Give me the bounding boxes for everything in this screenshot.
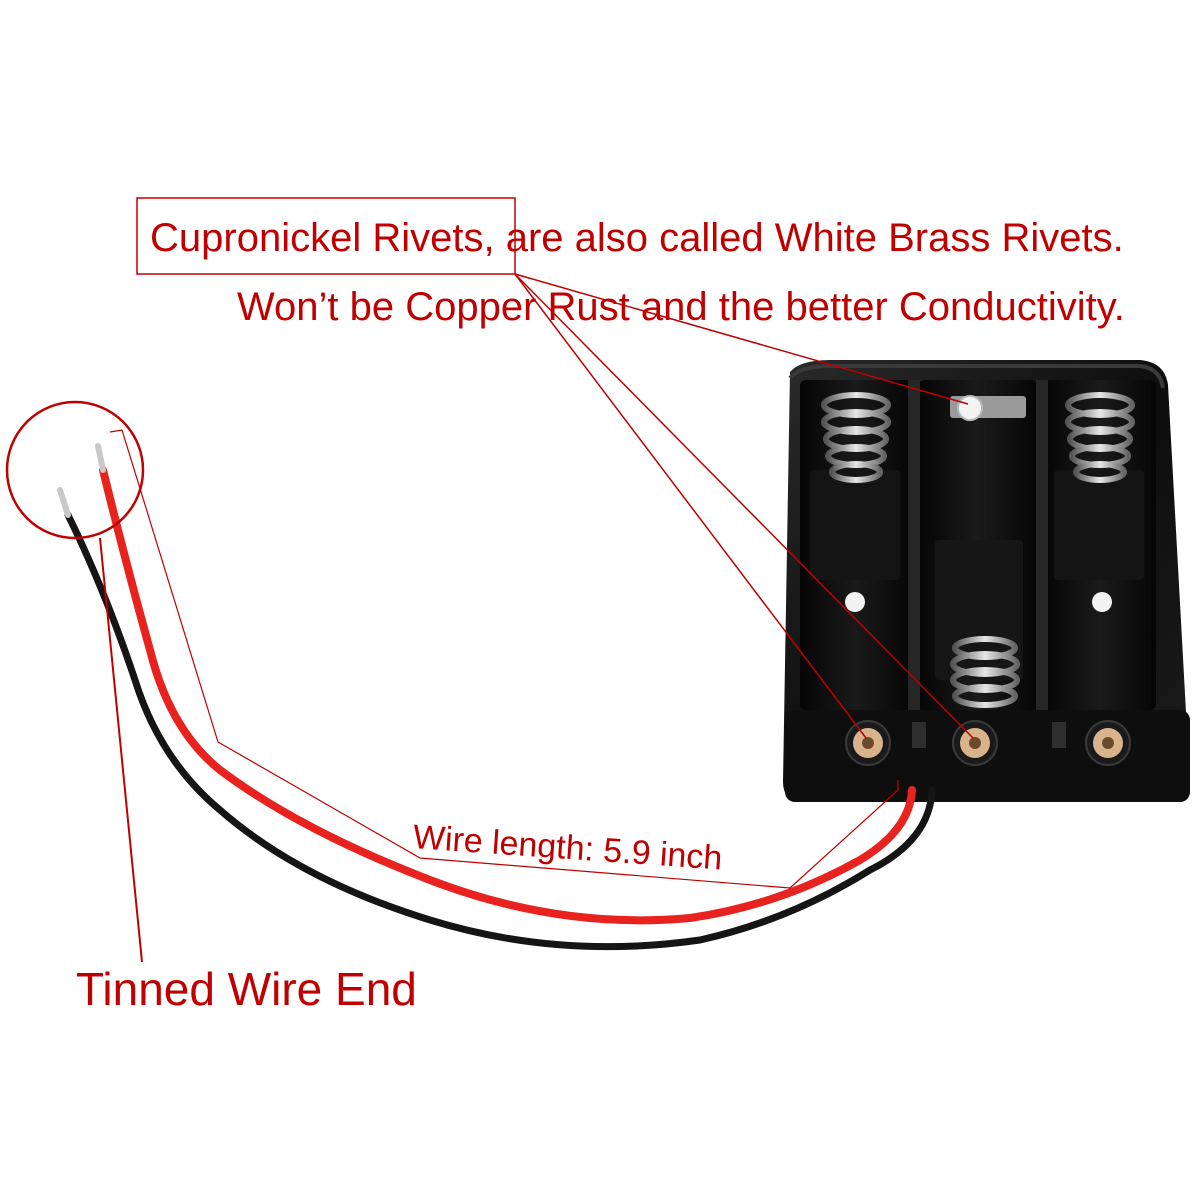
spring-top-right <box>1065 392 1135 483</box>
mount-hole-left <box>845 592 865 612</box>
spring-bottom-middle <box>950 636 1020 708</box>
divider-1 <box>908 380 920 710</box>
rivet-left <box>845 720 891 766</box>
rivets-description: are also called White Brass Rivets. <box>505 216 1124 260</box>
spring-top-left <box>821 392 891 483</box>
leader-to-tinned <box>99 537 143 963</box>
conductivity-annotation: Won’t be Copper Rust and the better Cond… <box>237 285 1125 329</box>
rivets-label-box <box>136 197 516 275</box>
red-wire <box>99 466 916 925</box>
holder-rim <box>788 364 1165 389</box>
rivet-middle <box>952 720 998 766</box>
leader-to-contact <box>514 273 969 405</box>
rivets-annotation: Cupronickel Rivets, are also called Whit… <box>150 216 1124 261</box>
wire-length-bracket <box>109 429 899 889</box>
rivets-label: Cupronickel Rivets, <box>150 216 495 260</box>
battery-holder <box>783 360 1190 802</box>
black-wire <box>64 511 936 951</box>
mount-hole-right <box>1092 592 1112 612</box>
leader-to-rivet-left <box>514 273 867 739</box>
tinned-end-circle <box>5 400 145 540</box>
tinned-end-red <box>95 443 106 473</box>
rivet-right <box>1085 720 1131 766</box>
leader-to-rivet-middle <box>514 273 974 739</box>
contact-rivet <box>957 395 983 421</box>
tinned-end-annotation: Tinned Wire End <box>76 963 417 1015</box>
annotation-graphics <box>5 197 974 963</box>
divider-2 <box>1036 380 1048 710</box>
tinned-end-black <box>57 487 71 518</box>
